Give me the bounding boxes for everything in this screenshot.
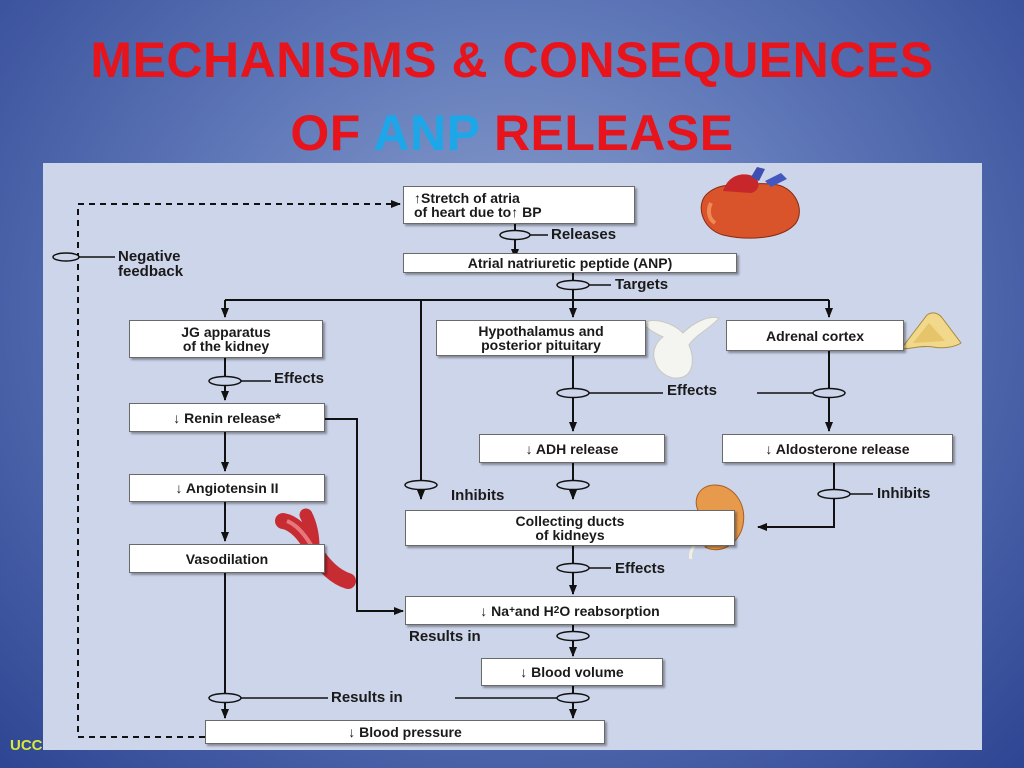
box-stretch-of-atria: ↑Stretch of atria of heart due to↑ BP [403,186,635,224]
label-effects-collecting: Effects [615,560,666,577]
page-title-line-2: OF ANP RELEASE [0,105,1024,161]
reabsorption-text-pre: ↓ Na [480,602,510,619]
label-negative-feedback: Negative feedback [118,248,184,280]
heart-icon [700,167,800,239]
box-adh-release: ↓ ADH release [479,434,665,463]
pituitary-icon [642,316,720,379]
flow-connectors [52,167,962,738]
box-anp: Atrial natriuretic peptide (ANP) [403,253,737,273]
reabsorption-text-sup: + [509,604,515,616]
label-effects-middle: Effects [667,382,718,399]
diagram-panel: ↑Stretch of atria of heart due to↑ BP At… [43,163,982,750]
box-jg-apparatus: JG apparatus of the kidney [129,320,323,358]
reabsorption-text-post: O reabsorption [559,602,660,619]
label-results-in-pressure: Results in [331,689,403,706]
title-anp-highlight: ANP [373,105,480,161]
box-adrenal-cortex: Adrenal cortex [726,320,904,351]
label-inhibits-left: Inhibits [451,487,505,504]
adrenal-gland-icon [899,312,962,350]
box-collecting-ducts: Collecting ducts of kidneys [405,510,735,546]
label-releases: Releases [551,226,617,243]
reabsorption-text-sub: 2 [553,604,560,616]
box-blood-pressure: ↓ Blood pressure [205,720,605,744]
label-targets: Targets [615,276,669,293]
title-suffix: RELEASE [479,105,734,161]
reabsorption-text-mid: and H [514,602,554,619]
box-aldosterone-release: ↓ Aldosterone release [722,434,953,463]
footer-ucc: UCC [10,737,43,754]
page-title-line-1: MECHANISMS & CONSEQUENCES [90,32,934,88]
box-angiotensin: ↓ Angiotensin II [129,474,325,502]
box-hypothalamus: Hypothalamus and posterior pituitary [436,320,646,356]
box-renin-release: ↓ Renin release* [129,403,325,432]
box-vasodilation: Vasodilation [129,544,325,573]
label-results-in-volume: Results in [409,628,481,645]
label-inhibits-right: Inhibits [877,485,931,502]
label-effects-jg: Effects [274,370,325,387]
box-blood-volume: ↓ Blood volume [481,658,663,686]
title-prefix: OF [290,105,374,161]
negative-feedback-loop [77,200,401,738]
